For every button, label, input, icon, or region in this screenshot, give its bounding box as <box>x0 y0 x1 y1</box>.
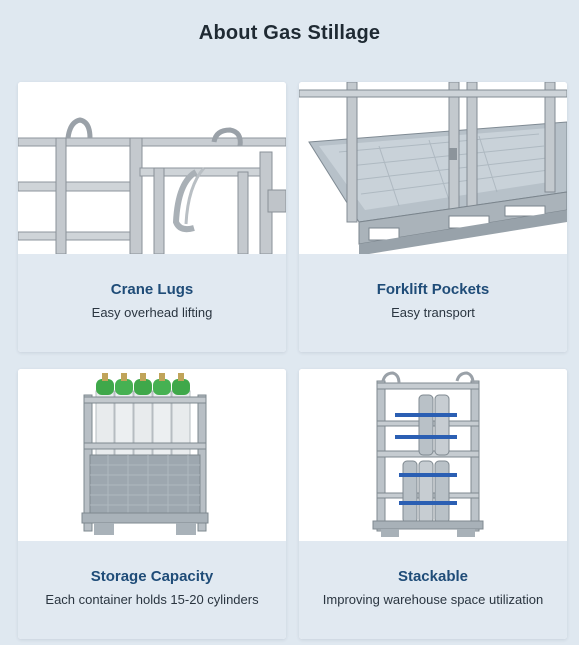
stackable-photo <box>299 369 567 541</box>
page-header: About Gas Stillage <box>0 0 579 66</box>
feature-subtitle: Each container holds 15-20 cylinders <box>45 592 259 607</box>
feature-card-stackable: Stackable Improving warehouse space util… <box>299 369 567 639</box>
feature-card-storage-capacity: Storage Capacity Each container holds 15… <box>18 369 286 639</box>
feature-title: Stackable <box>397 568 469 585</box>
feature-caption: Storage Capacity Each container holds 15… <box>18 541 286 639</box>
feature-subtitle: Improving warehouse space utilization <box>322 592 544 607</box>
feature-caption: Crane Lugs Easy overhead lifting <box>18 254 286 352</box>
feature-title: Storage Capacity <box>90 568 214 585</box>
feature-title: Crane Lugs <box>110 281 194 298</box>
feature-caption: Forklift Pockets Easy transport <box>299 254 567 352</box>
page-title: About Gas Stillage <box>198 21 381 44</box>
crane-lugs-photo <box>18 82 286 254</box>
storage-capacity-photo <box>18 369 286 541</box>
feature-caption: Stackable Improving warehouse space util… <box>299 541 567 639</box>
feature-card-forklift-pockets: Forklift Pockets Easy transport <box>299 82 567 352</box>
feature-subtitle: Easy transport <box>391 305 475 320</box>
forklift-pockets-photo <box>299 82 567 254</box>
feature-subtitle: Easy overhead lifting <box>91 305 213 320</box>
feature-title: Forklift Pockets <box>376 281 490 298</box>
feature-card-crane-lugs: Crane Lugs Easy overhead lifting <box>18 82 286 352</box>
